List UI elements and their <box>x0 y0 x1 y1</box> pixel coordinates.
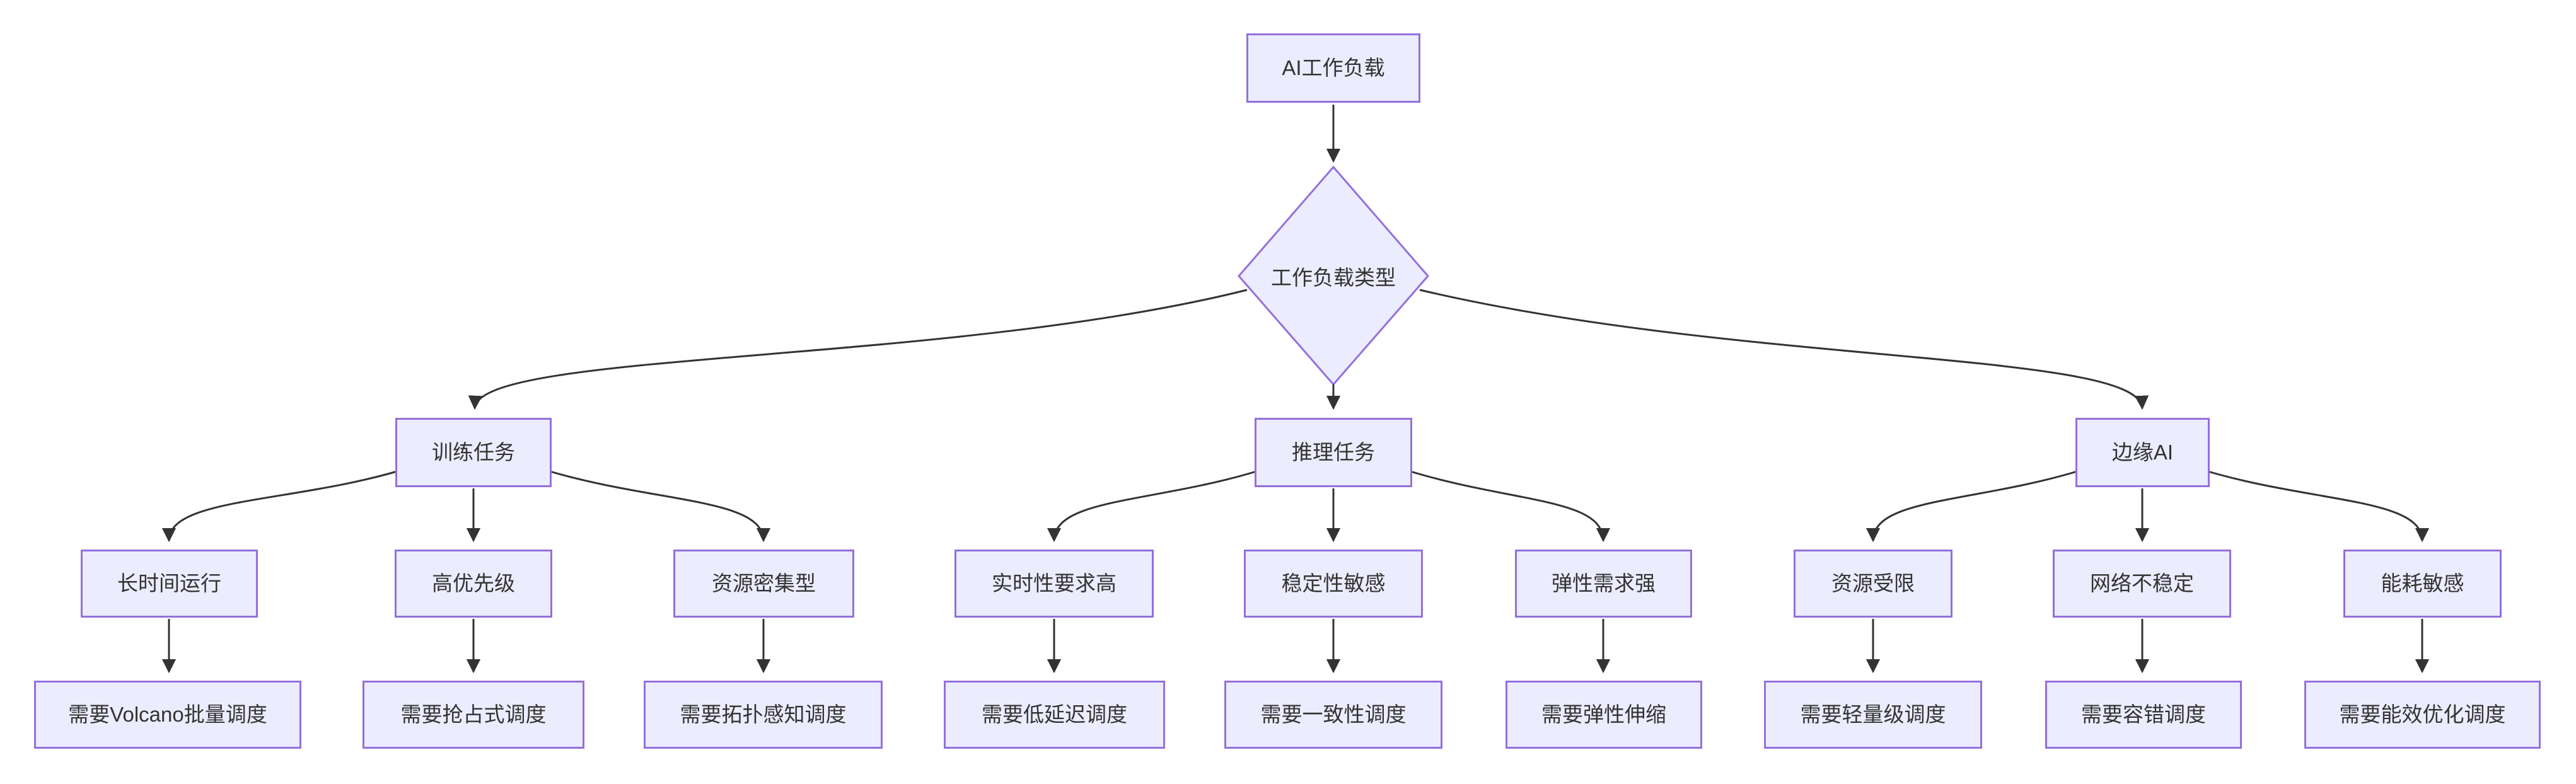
node-ai-workload: AI工作负载 <box>1246 33 1420 103</box>
node-resource-intensive: 资源密集型 <box>673 550 854 618</box>
edge-inference-to-realtime <box>1047 470 1259 543</box>
node-edge-ai: 边缘AI <box>2075 418 2210 487</box>
node-elastic-demand: 弹性需求强 <box>1515 550 1692 618</box>
edge-edge-ai-to-resource-limited <box>1865 470 2080 543</box>
edge-edge-ai-to-energy-sensitive <box>2205 470 2430 543</box>
node-energy-sensitive: 能耗敏感 <box>2343 550 2502 618</box>
edge-training-to-long-running <box>161 470 400 543</box>
node-topology-aware-scheduling: 需要拓扑感知调度 <box>644 681 883 749</box>
node-resource-limited: 资源受限 <box>1794 550 1952 618</box>
node-long-running: 长时间运行 <box>81 550 258 618</box>
node-elastic-scaling: 需要弹性伸缩 <box>1506 681 1702 749</box>
node-training-task: 训练任务 <box>395 418 552 487</box>
node-low-latency-scheduling: 需要低延迟调度 <box>944 681 1165 749</box>
node-preemptive-scheduling: 需要抢占式调度 <box>363 681 584 749</box>
node-volcano-batch-scheduling: 需要Volcano批量调度 <box>34 681 301 749</box>
node-fault-tolerant-scheduling: 需要容错调度 <box>2045 681 2242 749</box>
node-realtime-requirement: 实时性要求高 <box>954 550 1154 618</box>
node-unstable-network: 网络不稳定 <box>2053 550 2231 618</box>
edge-inference-to-elastic-demand <box>1408 470 1611 543</box>
node-lightweight-scheduling: 需要轻量级调度 <box>1764 681 1982 749</box>
node-energy-efficient-scheduling: 需要能效优化调度 <box>2304 681 2541 749</box>
node-workload-type: 工作负载类型 <box>1271 266 1396 289</box>
edge-decision-to-training <box>468 289 1248 410</box>
node-inference-task: 推理任务 <box>1255 418 1412 487</box>
node-stability-sensitive: 稳定性敏感 <box>1244 550 1423 618</box>
node-high-priority: 高优先级 <box>395 550 552 618</box>
edge-training-to-resource-intensive <box>547 470 771 543</box>
node-consistency-scheduling: 需要一致性调度 <box>1224 681 1442 749</box>
edge-decision-to-edge-ai <box>1419 289 2149 410</box>
